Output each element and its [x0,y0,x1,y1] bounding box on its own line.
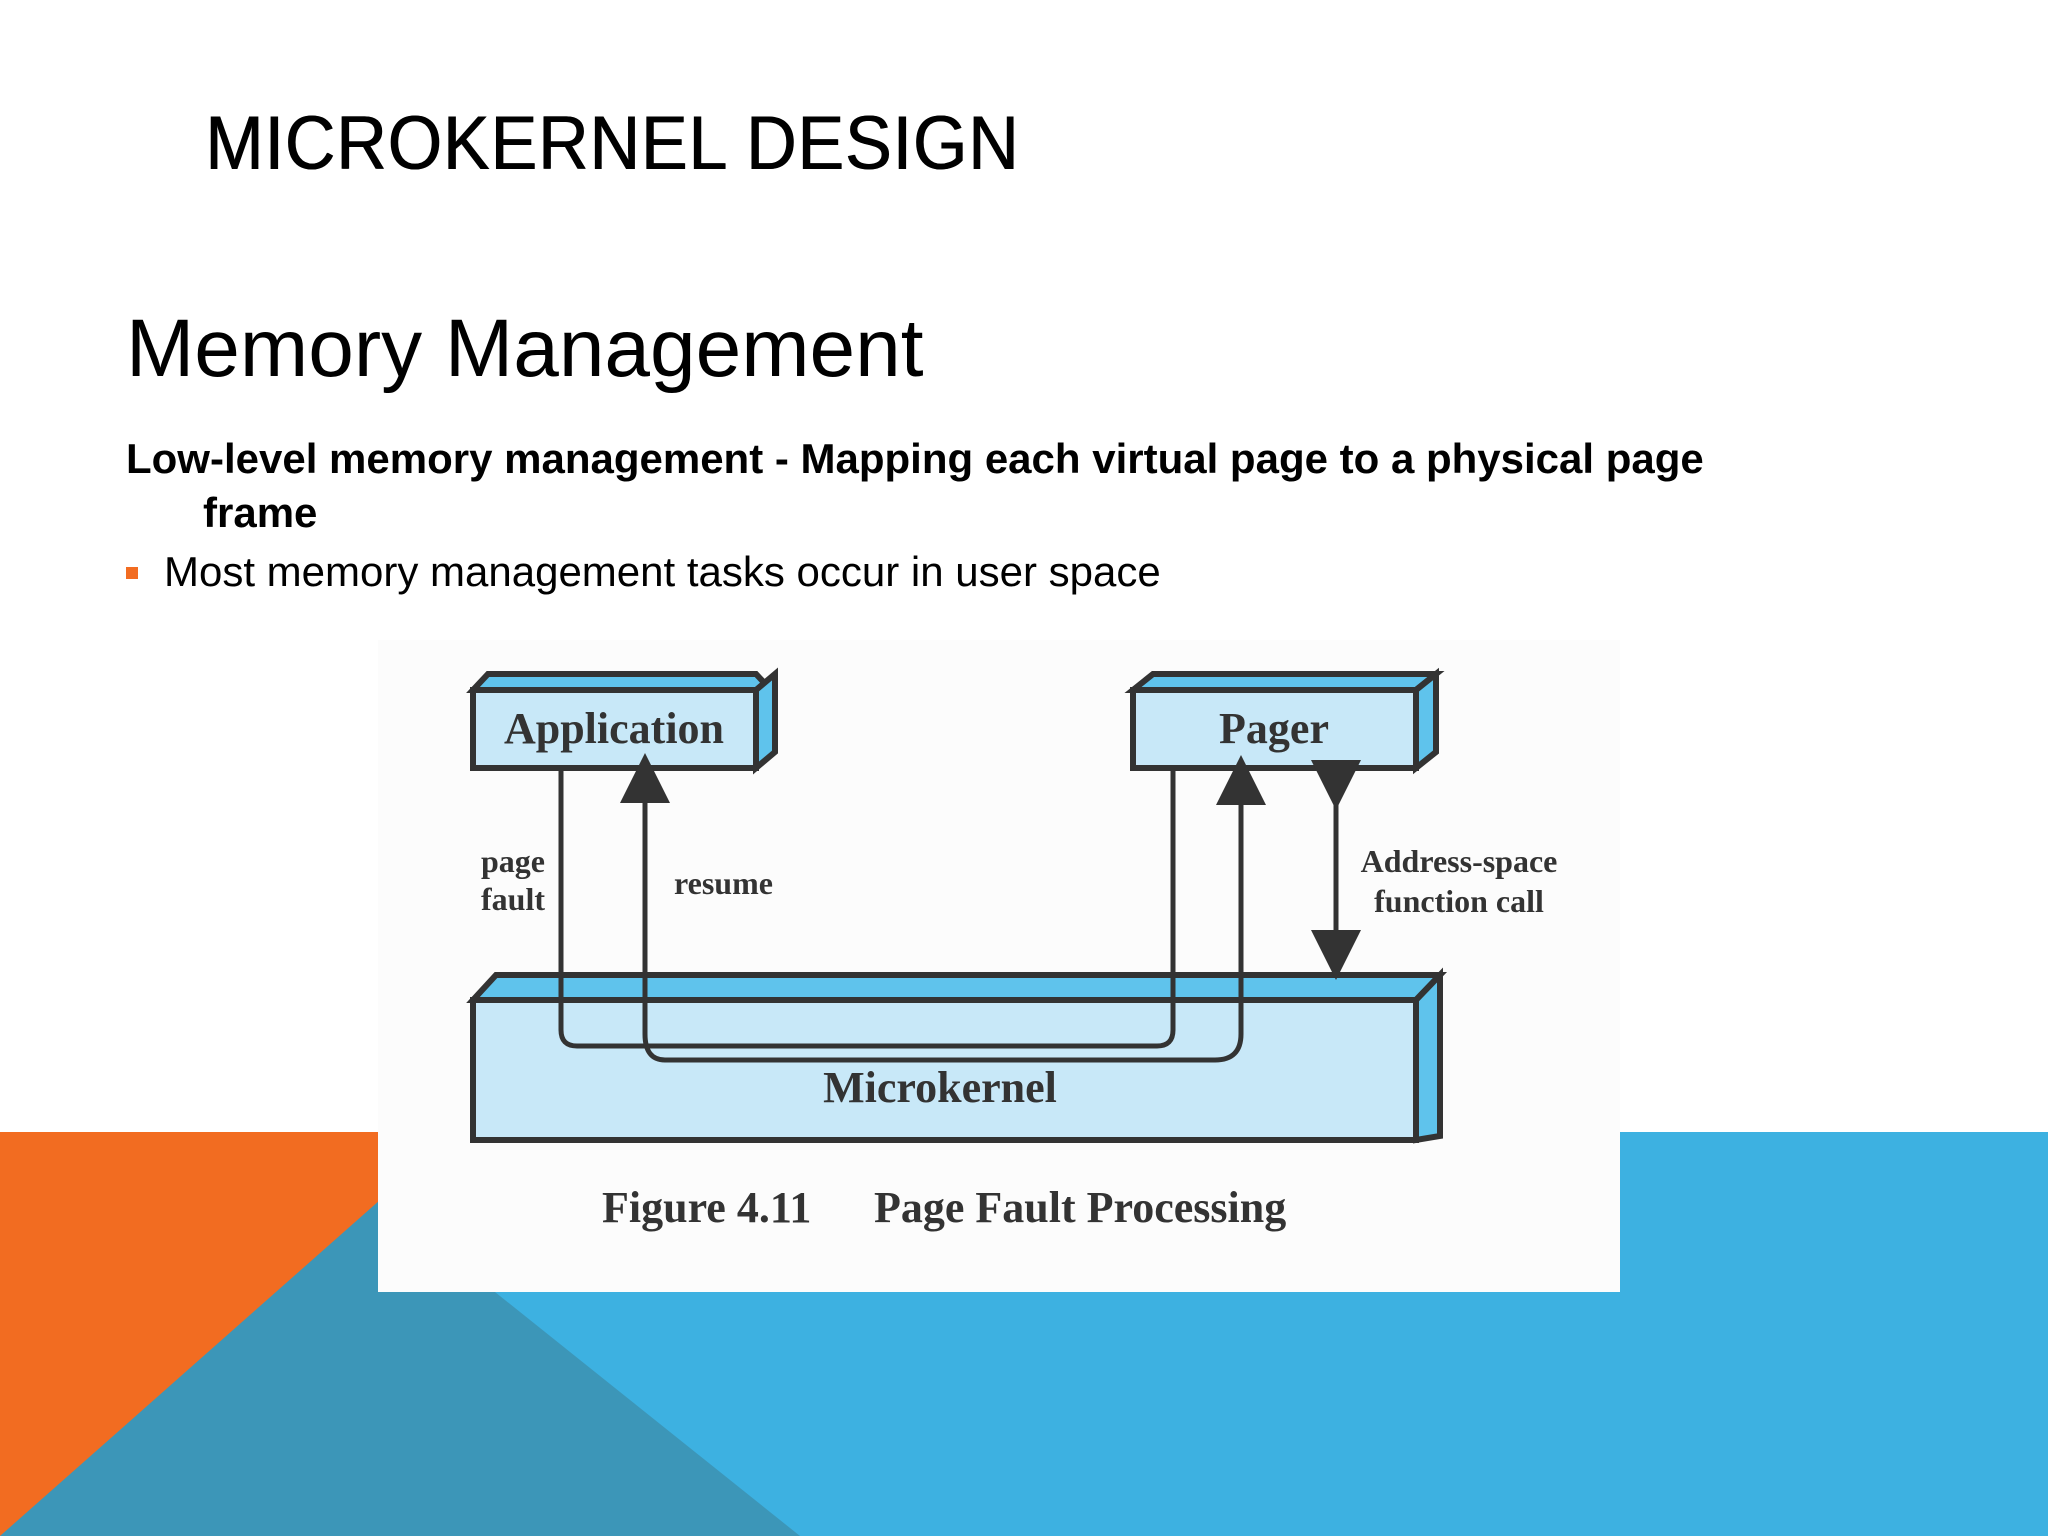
page-fault-label-line-2: fault [481,881,545,917]
subheading-line-1: Low-level memory management - Mapping ea… [126,435,1704,482]
pager-label: Pager [1219,704,1329,753]
resume-label: resume [674,865,773,901]
resume-path [620,753,1244,1063]
bullet-text: Most memory management tasks occur in us… [164,548,1161,595]
page-fault-label-line-1: page [481,843,545,879]
application-box: Application [466,667,778,775]
dark-teal-triangle [0,1200,800,1536]
address-space-label-line-1: Address-space [1361,843,1558,879]
pager-box-front [1130,687,1419,771]
bullet-item: Most memory management tasks occur in us… [126,548,1161,596]
microkernel-box-top [466,972,1448,1003]
microkernel-box-front [470,997,1419,1143]
microkernel-box-side [1413,967,1443,1144]
figure-caption-text: Page Fault Processing [874,1183,1286,1232]
subheading-line-2: frame [203,489,318,536]
page-fault-diagram: Application Pager Microkernel [466,667,1558,1232]
address-space-label-line-2: function call [1374,883,1544,919]
application-label: Application [504,704,724,753]
section-heading: Memory Management [126,303,924,394]
pager-box: Pager [1124,667,1445,775]
figure-caption-number: Figure 4.11 [602,1183,811,1232]
slide-title: MICROKERNEL DESIGN [205,101,1020,186]
microkernel-label: Microkernel [823,1063,1057,1112]
subheading: Low-level memory management - Mapping ea… [126,432,1926,540]
figure-panel: Application Pager Microkernel [378,640,1620,1292]
microkernel-box: Microkernel [466,967,1448,1144]
page-fault-path [558,768,1176,1049]
application-box-front [470,687,759,771]
square-bullet-icon [126,567,138,579]
